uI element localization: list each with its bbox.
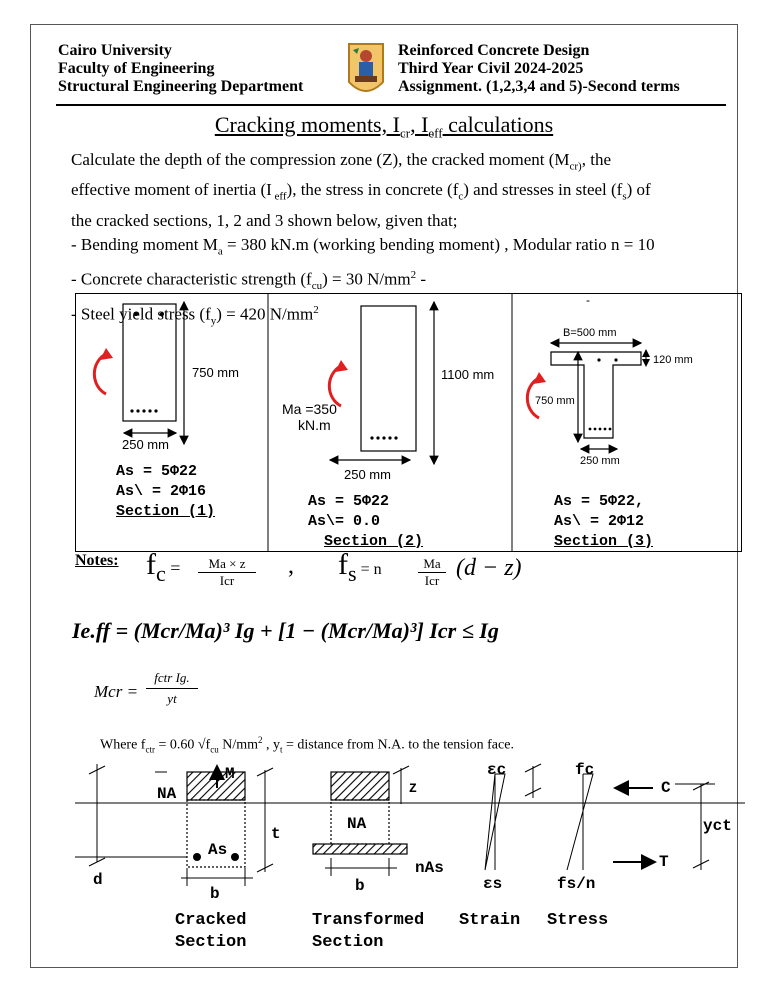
diag-m: M bbox=[225, 765, 235, 783]
diag-d: d bbox=[93, 871, 103, 889]
s1-as2: As\ = 2Φ16 bbox=[116, 483, 207, 500]
mcr-fraction: fctr Ig. yt bbox=[146, 670, 198, 707]
s2-moment-label: Ma =350 bbox=[282, 401, 337, 417]
sections-drawing: 750 mm 250 mm 1100 mm 250 mm Ma =350 kN.… bbox=[92, 294, 693, 551]
department-name: Structural Engineering Department bbox=[58, 78, 304, 95]
cracked-section-diagram: M NA d As t b Z NA b nAs εc εs fc fs/n C… bbox=[75, 762, 745, 952]
diag-z: Z bbox=[409, 781, 417, 796]
s3-flange-thickness: 120 mm bbox=[653, 354, 693, 366]
university-name: Cairo University bbox=[58, 42, 172, 59]
intro-line-1: Calculate the depth of the compression z… bbox=[71, 150, 611, 173]
page-title: Cracking moments, Icr, Ieff calculations bbox=[214, 112, 554, 141]
section-1-drawing bbox=[92, 300, 189, 446]
s2-width-label: 250 mm bbox=[344, 467, 391, 482]
diag-fc: fc bbox=[575, 762, 594, 779]
diag-cracked-1: Cracked bbox=[175, 911, 246, 930]
ieff-formula: Ie.ff = (Mcr/Ma)³ Ig + [1 − (Mcr/Ma)³] I… bbox=[72, 618, 499, 643]
s3-label: Section (3) bbox=[554, 533, 654, 550]
diag-c: C bbox=[661, 779, 671, 797]
s3-height-label: 750 mm bbox=[535, 395, 575, 407]
section-2-drawing bbox=[327, 300, 439, 466]
fs-fraction: Ma Icr bbox=[418, 556, 446, 589]
s2-as: As = 5Φ22 bbox=[308, 493, 390, 510]
intro-line-4: - Bending moment Ma = 380 kN.m (working … bbox=[71, 234, 655, 258]
sections-table: 750 mm 250 mm 1100 mm 250 mm Ma =350 kN.… bbox=[75, 293, 742, 552]
diag-trans-1: Transformed bbox=[312, 911, 424, 930]
where-note: Where fctr = 0.60 √fcu N/mm2 , yt = dist… bbox=[100, 735, 514, 755]
s1-as: As = 5Φ22 bbox=[116, 463, 198, 480]
diag-as: As bbox=[208, 841, 227, 859]
s2-label: Section (2) bbox=[324, 533, 424, 550]
diag-cracked-2: Section bbox=[175, 933, 246, 952]
s2-as2: As\= 0.0 bbox=[308, 513, 381, 530]
problem-statement: Calculate the depth of the compression z… bbox=[71, 148, 731, 333]
s3-as: As = 5Φ22, bbox=[554, 493, 645, 510]
intro-line-2: effective moment of inertia (I eff), the… bbox=[71, 180, 651, 203]
course-name: Reinforced Concrete Design bbox=[398, 42, 590, 59]
diag-trans-2: Section bbox=[312, 933, 383, 952]
header-rule bbox=[56, 104, 726, 106]
diag-b2: b bbox=[355, 877, 365, 895]
s3-as2: As\ = 2Φ12 bbox=[554, 513, 645, 530]
mcr-lhs: Mcr = bbox=[94, 682, 139, 701]
s1-width-label: 250 mm bbox=[122, 437, 169, 452]
s3-flange-width: B=500 mm bbox=[563, 327, 617, 339]
section-3-drawing bbox=[525, 338, 650, 454]
diag-es: εs bbox=[483, 875, 502, 893]
s2-moment-unit: kN.m bbox=[298, 417, 331, 433]
s2-height-label: 1100 mm bbox=[441, 367, 494, 382]
diag-nas: nAs bbox=[415, 859, 444, 877]
diag-t2: T bbox=[659, 853, 669, 871]
diag-stress: Stress bbox=[547, 911, 608, 930]
s1-height-label: 750 mm bbox=[192, 365, 239, 380]
s3-dash: - bbox=[586, 294, 590, 307]
intro-line-5: - Concrete characteristic strength (fcu)… bbox=[71, 269, 426, 293]
diag-ec: εc bbox=[487, 762, 506, 779]
university-logo bbox=[348, 43, 384, 92]
diag-fsn: fs/n bbox=[557, 875, 595, 893]
diag-strain: Strain bbox=[459, 911, 520, 930]
fs-formula-tail: (d − z) bbox=[456, 555, 522, 581]
fs-formula: fs = n bbox=[338, 548, 382, 586]
intro-line-3: the cracked sections, 1, 2 and 3 shown b… bbox=[71, 210, 458, 230]
s3-web-width: 250 mm bbox=[580, 455, 620, 467]
assignment-name: Assignment. (1,2,3,4 and 5)-Second terms bbox=[398, 78, 680, 95]
faculty-name: Faculty of Engineering bbox=[58, 60, 215, 77]
s1-label: Section (1) bbox=[116, 503, 216, 520]
diag-t: t bbox=[271, 825, 281, 843]
formula-comma: , bbox=[288, 553, 294, 579]
header-left: Cairo University Faculty of Engineering … bbox=[58, 42, 303, 96]
diag-na2: NA bbox=[347, 815, 367, 833]
page-frame bbox=[30, 24, 738, 968]
fc-fraction: Ma × z Icr bbox=[198, 556, 256, 589]
diag-na: NA bbox=[157, 785, 177, 803]
diag-yct: yct bbox=[703, 817, 732, 835]
course-year: Third Year Civil 2024-2025 bbox=[398, 60, 584, 77]
diag-b: b bbox=[210, 885, 220, 903]
fc-formula: fc = bbox=[146, 548, 181, 586]
header-right: Reinforced Concrete Design Third Year Ci… bbox=[398, 42, 680, 96]
notes-label: Notes: bbox=[75, 552, 119, 569]
